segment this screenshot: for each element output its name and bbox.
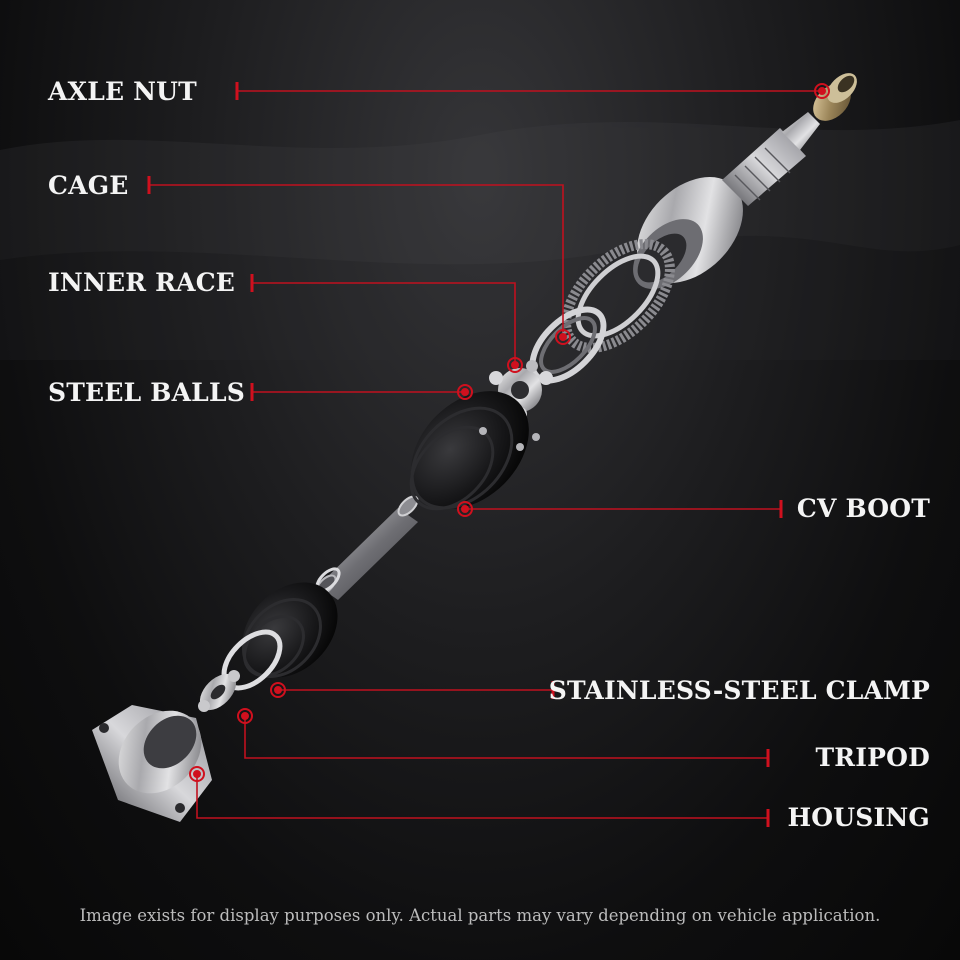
- tone-ring: [561, 239, 675, 353]
- label-cage: CAGE: [48, 171, 129, 200]
- label-tripod: TRIPOD: [815, 743, 930, 772]
- housing: [92, 705, 212, 822]
- axle-shaft: [315, 495, 419, 600]
- marker-cv-boot: [457, 501, 473, 517]
- background-texture: [0, 120, 960, 360]
- marker-steel-balls: [457, 384, 473, 400]
- marker-cage: [555, 329, 571, 345]
- leader-housing: [196, 776, 768, 819]
- leader-inner-race: [252, 282, 516, 362]
- marker-tripod: [237, 708, 253, 724]
- leader-cage: [149, 184, 564, 332]
- label-inner-race: INNER RACE: [48, 268, 236, 297]
- marker-housing: [189, 766, 205, 782]
- label-axle-nut: AXLE NUT: [48, 77, 197, 106]
- label-steel-balls: STEEL BALLS: [48, 378, 245, 407]
- marker-inner-race: [507, 357, 523, 373]
- outer-cv-boot: [409, 391, 540, 511]
- inner-cv-boot: [242, 582, 338, 678]
- label-stainless-steel-clamp: STAINLESS-STEEL CLAMP: [548, 676, 930, 705]
- leader-tripod: [244, 718, 768, 759]
- label-housing: HOUSING: [787, 803, 930, 832]
- marker-clamp: [270, 682, 286, 698]
- tripod: [198, 670, 240, 712]
- axle-nut: [813, 73, 857, 121]
- disclaimer-text: Image exists for display purposes only. …: [79, 906, 881, 925]
- leader-lines: [149, 90, 822, 819]
- marker-axle-nut: [814, 83, 830, 99]
- target-markers: [189, 83, 830, 782]
- leader-ticks: [147, 82, 783, 827]
- label-cv-boot: CV BOOT: [796, 494, 930, 523]
